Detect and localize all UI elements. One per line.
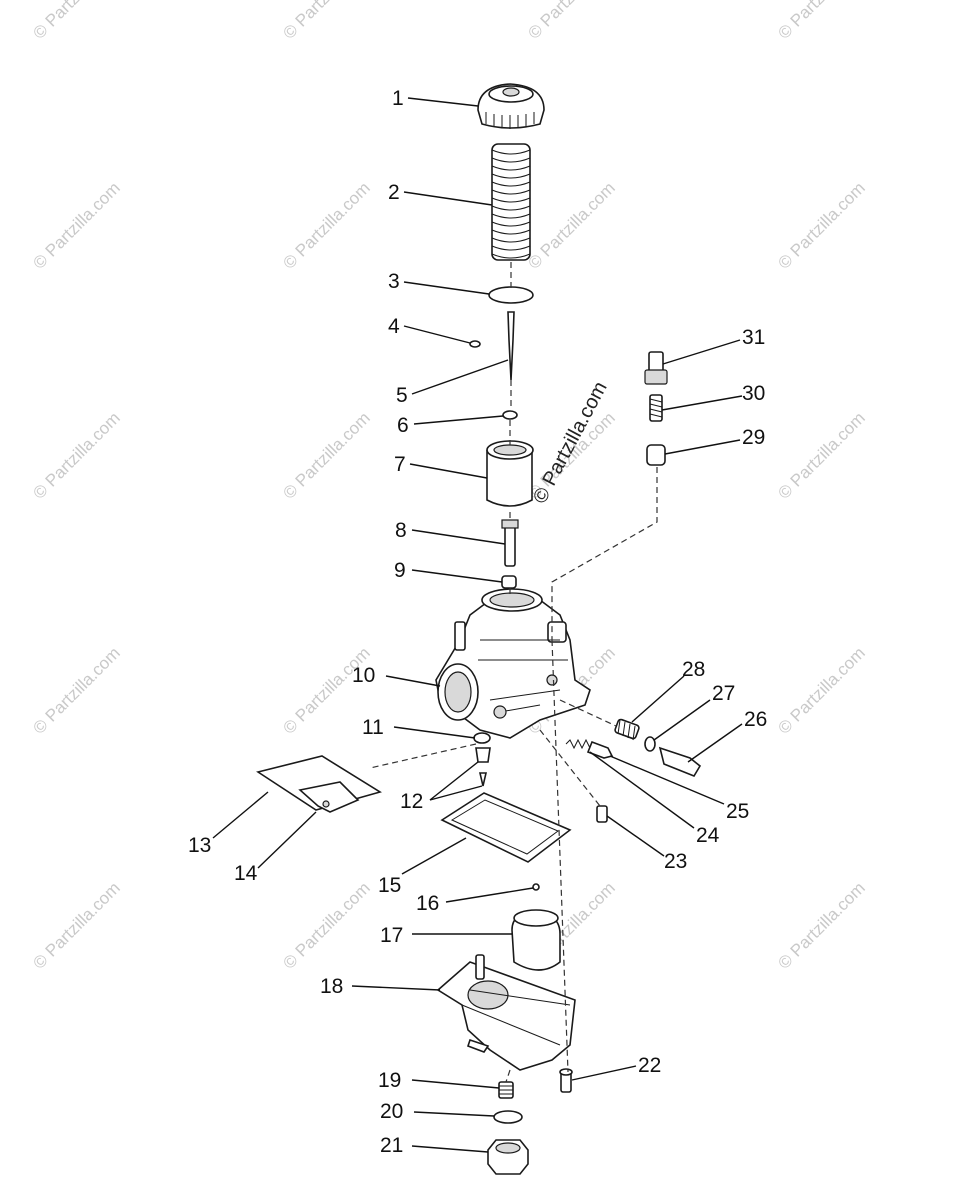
callout-9: 9 xyxy=(394,559,406,582)
part-9-main-jet[interactable] xyxy=(501,575,517,589)
part-8-needle-jet[interactable] xyxy=(501,519,519,567)
callout-24: 24 xyxy=(696,824,720,847)
part-17-float[interactable] xyxy=(511,909,561,971)
callout-23: 23 xyxy=(664,850,687,873)
callout-15: 15 xyxy=(378,874,401,897)
watermark-text: © Partzilla.com xyxy=(29,643,123,737)
watermark-text: © Partzilla.com xyxy=(279,0,373,43)
part-23-pilot-jet[interactable] xyxy=(596,805,608,823)
part-18-float-bowl[interactable] xyxy=(436,954,576,1071)
watermark-text: © Partzilla.com xyxy=(774,178,868,272)
callout-13: 13 xyxy=(188,834,211,857)
watermark-text: © Partzilla.com xyxy=(524,0,618,43)
callout-17: 17 xyxy=(380,924,403,947)
callout-28: 28 xyxy=(682,658,705,681)
callout-11: 11 xyxy=(362,716,384,739)
callout-30: 30 xyxy=(742,382,765,405)
callout-labels: 1 2 3 4 5 6 7 8 9 10 11 12 13 14 15 16 1… xyxy=(188,87,767,1157)
part-31-choke-nut[interactable] xyxy=(644,351,668,385)
callout-8: 8 xyxy=(395,519,407,542)
watermark-text: © Partzilla.com xyxy=(279,408,373,502)
part-6-washer[interactable] xyxy=(502,410,518,420)
callout-1: 1 xyxy=(392,87,404,110)
callout-25: 25 xyxy=(726,800,749,823)
callout-14: 14 xyxy=(234,862,258,885)
callout-7: 7 xyxy=(394,453,406,476)
part-20-o-ring[interactable] xyxy=(493,1110,523,1124)
callout-4: 4 xyxy=(388,315,400,338)
part-14-float-arm[interactable] xyxy=(298,781,360,813)
part-1-cap[interactable] xyxy=(477,83,545,129)
callout-18: 18 xyxy=(320,975,343,998)
part-22-screw[interactable] xyxy=(559,1068,573,1093)
callout-31: 31 xyxy=(742,326,765,349)
watermark-text: © Partzilla.com xyxy=(29,878,123,972)
part-4-clip[interactable] xyxy=(469,340,481,348)
callout-16: 16 xyxy=(416,892,439,915)
callout-26: 26 xyxy=(744,708,767,731)
watermark-text: © Partzilla.com xyxy=(524,178,618,272)
callout-19: 19 xyxy=(378,1069,401,1092)
part-21-bowl-nut[interactable] xyxy=(487,1139,529,1175)
part-24-spring[interactable] xyxy=(565,738,591,750)
watermark-text: © Partzilla.com xyxy=(29,178,123,272)
callout-20: 20 xyxy=(380,1100,403,1123)
part-27-washer[interactable] xyxy=(644,736,656,752)
callout-12: 12 xyxy=(400,790,423,813)
part-15-float-bowl-gasket[interactable] xyxy=(440,792,572,863)
part-25-air-screw[interactable] xyxy=(586,740,614,759)
callout-6: 6 xyxy=(397,414,409,437)
part-19-drain-plug[interactable] xyxy=(498,1081,514,1099)
watermark-text: © Partzilla.com xyxy=(279,643,373,737)
callout-29: 29 xyxy=(742,426,765,449)
callout-27: 27 xyxy=(712,682,735,705)
part-5-jet-needle[interactable] xyxy=(507,311,515,381)
callout-10: 10 xyxy=(352,664,375,687)
watermark-text: © Partzilla.com xyxy=(29,0,123,43)
callout-22: 22 xyxy=(638,1054,661,1077)
part-16-pin[interactable] xyxy=(532,883,540,891)
part-3-plate[interactable] xyxy=(488,286,534,304)
part-26-idle-screw[interactable] xyxy=(658,746,702,777)
leader-lines xyxy=(212,97,743,1153)
part-11-washer[interactable] xyxy=(473,732,491,744)
watermark-text: © Partzilla.com xyxy=(279,878,373,972)
watermark-text: © Partzilla.com xyxy=(774,643,868,737)
part-10-carburetor-body[interactable] xyxy=(435,588,591,739)
part-12-needle-valve[interactable] xyxy=(475,747,491,787)
assembly-lines xyxy=(369,262,658,1083)
watermark-text: © Partzilla.com xyxy=(29,408,123,502)
part-30-spring[interactable] xyxy=(649,394,663,422)
callout-3: 3 xyxy=(388,270,400,293)
callout-2: 2 xyxy=(388,181,400,204)
part-29-plunger[interactable] xyxy=(646,444,666,466)
callout-5: 5 xyxy=(396,384,408,407)
watermark-text: © Partzilla.com xyxy=(774,408,868,502)
watermark-text: © Partzilla.com xyxy=(774,0,868,43)
part-28-spring[interactable] xyxy=(614,718,640,741)
callout-21: 21 xyxy=(380,1134,403,1157)
part-2-spring[interactable] xyxy=(491,143,531,261)
watermark-text: © Partzilla.com xyxy=(774,878,868,972)
watermark-text: © Partzilla.com xyxy=(279,178,373,272)
part-7-throttle-valve[interactable] xyxy=(486,440,534,507)
watermark-text: © Partzilla.com xyxy=(529,378,612,507)
watermark-layer: © Partzilla.com © Partzilla.com © Partzill… xyxy=(29,0,868,973)
